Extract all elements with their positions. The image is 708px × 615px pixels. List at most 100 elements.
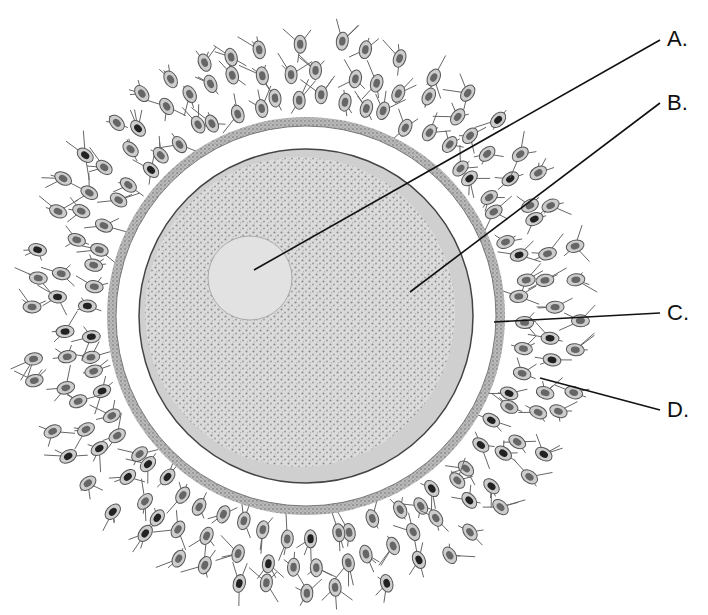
cell-nucleus	[56, 270, 66, 278]
cell-nucleus	[94, 245, 105, 254]
leader-line	[494, 313, 660, 322]
follicle-cell	[542, 352, 562, 367]
follicle-cell	[389, 83, 407, 104]
follicle-cell	[78, 300, 97, 313]
follicle-cell	[294, 35, 306, 53]
follicle-cell	[74, 145, 96, 165]
cell-nucleus	[533, 168, 544, 178]
cell-nucleus	[83, 303, 92, 310]
cell-nucleus	[464, 495, 475, 506]
follicle-cell	[348, 69, 363, 89]
cell-nucleus	[429, 72, 439, 83]
cell-nucleus	[258, 103, 266, 113]
follicle-cell	[255, 520, 270, 540]
follicle-cell	[499, 398, 520, 416]
cell-nucleus	[202, 530, 212, 541]
cell-nucleus	[504, 389, 515, 398]
cell-nucleus	[533, 408, 544, 417]
cell-nucleus	[61, 383, 71, 392]
cell-nucleus	[89, 283, 99, 291]
cell-nucleus	[571, 276, 581, 284]
cell-nucleus	[460, 463, 471, 474]
follicle-cell	[470, 435, 492, 455]
cell-nucleus	[570, 242, 580, 250]
cell-nucleus	[122, 472, 133, 483]
cell-nucleus	[86, 353, 96, 361]
cell-nucleus	[379, 105, 388, 116]
cell-nucleus	[465, 130, 476, 141]
part-label: D.	[666, 399, 690, 421]
follicle-cell	[304, 530, 316, 548]
cell-nucleus	[339, 36, 347, 46]
cell-nucleus	[525, 201, 536, 211]
follicle-cell	[51, 266, 71, 281]
follicle-cell	[396, 117, 415, 139]
cell-nucleus	[193, 119, 203, 130]
follicle-cell	[29, 271, 49, 285]
cell-nucleus	[200, 57, 209, 68]
cell-nucleus	[53, 293, 62, 300]
cell-nucleus	[514, 251, 524, 260]
cell-nucleus	[545, 335, 555, 342]
cell-nucleus	[27, 304, 36, 311]
cell-nucleus	[504, 402, 515, 412]
cell-nucleus	[73, 397, 84, 406]
follicle-cell	[84, 257, 104, 273]
cell-nucleus	[58, 173, 69, 183]
follicle-cell	[419, 86, 438, 108]
follicle-cell	[188, 114, 207, 136]
follicle-cell	[231, 573, 247, 593]
follicle-cell	[341, 553, 356, 573]
cell-nucleus	[271, 93, 279, 103]
cell-nucleus	[540, 388, 551, 397]
cell-nucleus	[395, 504, 405, 515]
follicle-cell	[309, 61, 322, 79]
cell-nucleus	[538, 449, 549, 459]
follicle-cell	[118, 175, 140, 195]
cell-nucleus	[408, 526, 418, 537]
follicle-cell	[378, 573, 395, 594]
cell-nucleus	[372, 78, 381, 88]
cell-nucleus	[368, 513, 377, 524]
nucleus	[208, 236, 292, 320]
follicle-cell	[515, 316, 533, 329]
follicle-cell	[535, 273, 555, 288]
cell-nucleus	[82, 478, 93, 489]
follicle-cell	[81, 350, 101, 365]
follicle-cell	[75, 420, 96, 439]
follicle-cell	[495, 233, 516, 251]
cell-nucleus	[178, 490, 188, 501]
follicle-cell	[57, 447, 79, 466]
cell-nucleus	[185, 89, 195, 100]
cell-nucleus	[258, 71, 266, 81]
cell-nucleus	[80, 150, 91, 160]
follicle-cell	[254, 98, 269, 118]
follicle-cell	[55, 380, 76, 397]
follicle-cell	[88, 439, 110, 459]
cell-nucleus	[515, 149, 526, 160]
leader-line	[254, 40, 660, 270]
cell-nucleus	[304, 589, 310, 598]
cell-nucleus	[553, 407, 564, 416]
cell-nucleus	[444, 139, 455, 150]
follicle-cell	[509, 144, 531, 164]
cell-nucleus	[570, 346, 580, 353]
follicle-cell	[315, 85, 328, 104]
part-label: A.	[666, 28, 689, 50]
cell-nucleus	[452, 475, 463, 486]
cell-nucleus	[71, 235, 82, 244]
follicle-cell	[214, 504, 232, 525]
follicle-cell	[82, 330, 101, 344]
follicle-cell	[24, 352, 44, 367]
cell-nucleus	[488, 207, 499, 217]
cell-nucleus	[545, 201, 556, 211]
follicle-cell	[410, 549, 428, 570]
cell-nucleus	[505, 174, 516, 184]
cell-nucleus	[174, 139, 184, 150]
follicle-cell	[57, 349, 77, 364]
follicle-cell	[368, 73, 385, 94]
cell-nucleus	[312, 66, 319, 75]
cell-nucleus	[207, 118, 217, 129]
cell-nucleus	[174, 553, 184, 564]
cell-nucleus	[29, 355, 39, 363]
